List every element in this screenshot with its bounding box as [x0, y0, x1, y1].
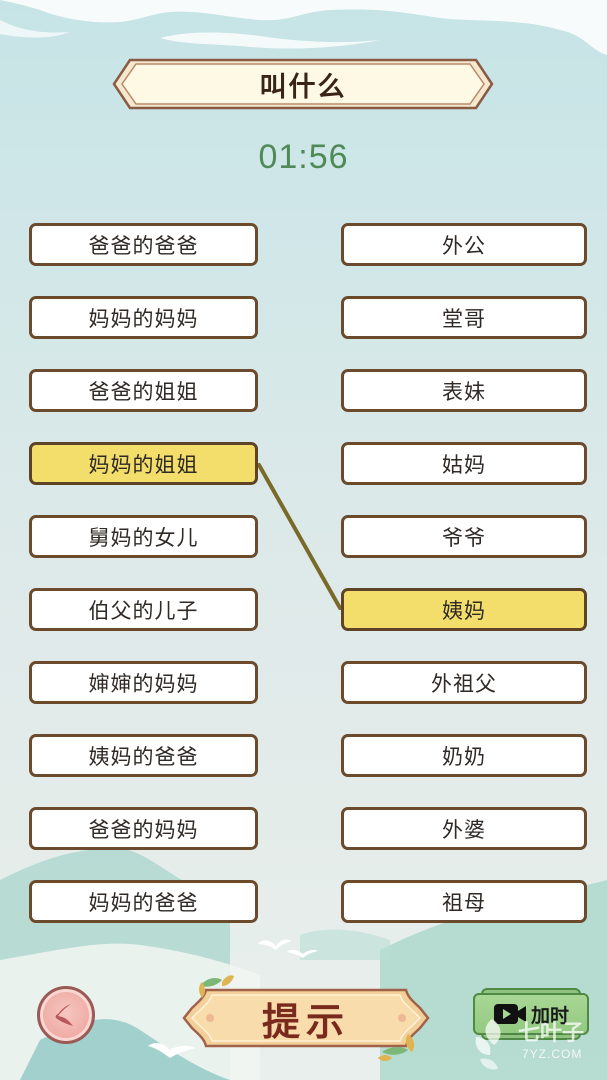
card-label: 外祖父: [431, 671, 497, 696]
card-label: 外公: [442, 233, 486, 258]
right-card-3[interactable]: 姑妈: [341, 442, 587, 485]
watermark-subtext: 7YZ.COM: [522, 1047, 583, 1061]
banner-frame-icon: [112, 58, 494, 110]
card-label: 妈妈的妈妈: [88, 306, 199, 331]
left-card-1[interactable]: 妈妈的妈妈: [29, 296, 258, 339]
right-card-9[interactable]: 祖母: [341, 880, 587, 923]
left-card-3-selected[interactable]: 妈妈的姐姐: [29, 442, 258, 485]
card-label: 爸爸的姐姐: [88, 379, 199, 404]
left-card-9[interactable]: 妈妈的爸爸: [29, 880, 258, 923]
add-time-button[interactable]: 加时: [473, 988, 589, 1040]
add-time-label: 加时: [530, 1004, 569, 1027]
right-card-4[interactable]: 爷爷: [341, 515, 587, 558]
card-label: 爸爸的爸爸: [88, 233, 199, 258]
card-label: 爸爸的妈妈: [88, 817, 199, 842]
hint-label: 提示: [261, 998, 350, 1044]
card-label: 婶婶的妈妈: [88, 671, 199, 696]
left-card-0[interactable]: 爸爸的爸爸: [29, 223, 258, 266]
card-label: 姑妈: [442, 452, 486, 477]
right-card-8[interactable]: 外婆: [341, 807, 587, 850]
add-time-button-face: 加时: [473, 993, 589, 1035]
right-card-7[interactable]: 奶奶: [341, 734, 587, 777]
hint-button[interactable]: 提示: [182, 972, 430, 1064]
card-label: 堂哥: [442, 306, 486, 331]
card-label: 妈妈的姐姐: [88, 452, 199, 477]
left-card-5[interactable]: 伯父的儿子: [29, 588, 258, 631]
card-label: 表妹: [442, 379, 486, 404]
card-label: 姨妈的爸爸: [88, 744, 199, 769]
card-label: 妈妈的爸爸: [88, 890, 199, 915]
card-label: 姨妈: [442, 598, 486, 623]
video-camera-icon: [493, 1004, 526, 1024]
hint-frame-icon: [182, 975, 430, 1061]
left-card-7[interactable]: 姨妈的爸爸: [29, 734, 258, 777]
card-label: 奶奶: [442, 744, 486, 769]
back-arrow-icon: [55, 1004, 73, 1026]
title-banner: 叫什么: [112, 58, 494, 110]
card-label: 舅妈的女儿: [88, 525, 199, 550]
card-label: 祖母: [442, 890, 486, 915]
card-label: 外婆: [442, 817, 486, 842]
card-label: 伯父的儿子: [88, 598, 199, 623]
right-card-1[interactable]: 堂哥: [341, 296, 587, 339]
left-card-6[interactable]: 婶婶的妈妈: [29, 661, 258, 704]
right-card-6[interactable]: 外祖父: [341, 661, 587, 704]
back-button[interactable]: [37, 986, 95, 1044]
left-card-4[interactable]: 舅妈的女儿: [29, 515, 258, 558]
left-card-2[interactable]: 爸爸的姐姐: [29, 369, 258, 412]
right-card-5-selected[interactable]: 姨妈: [341, 588, 587, 631]
right-card-2[interactable]: 表妹: [341, 369, 587, 412]
page-title: 叫什么: [259, 71, 347, 103]
countdown-timer: 01:56: [258, 138, 349, 176]
right-card-0[interactable]: 外公: [341, 223, 587, 266]
left-card-8[interactable]: 爸爸的妈妈: [29, 807, 258, 850]
card-label: 爷爷: [442, 525, 486, 550]
